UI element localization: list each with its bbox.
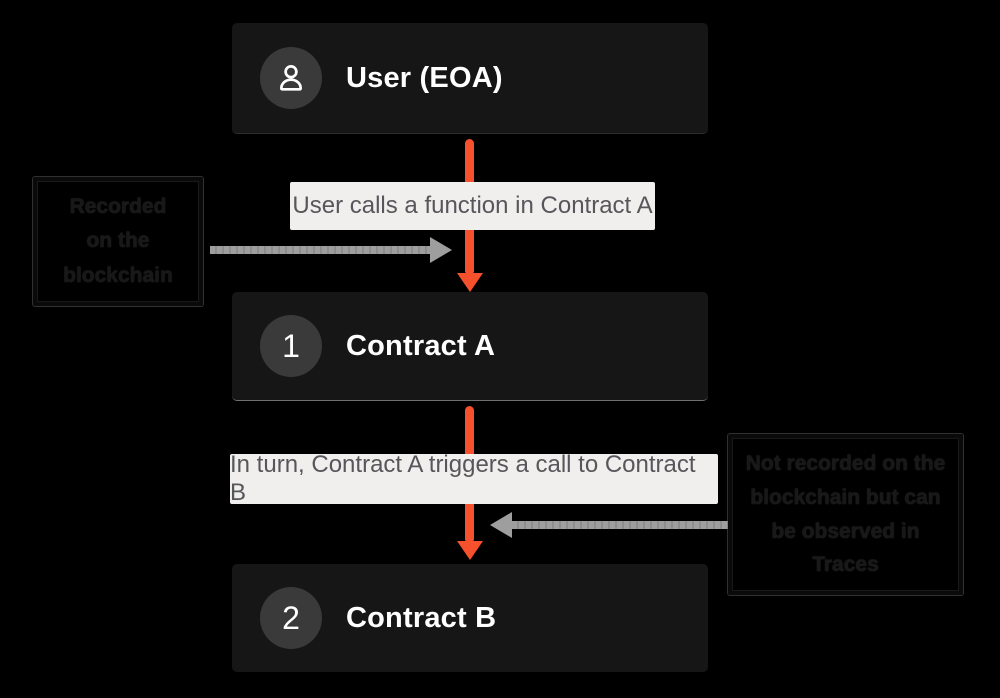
annotation-not-recorded-traces: Not recorded on the blockchain but can b… — [728, 434, 963, 595]
node-contract-b-title: Contract B — [346, 601, 497, 634]
step-badge-2: 2 — [260, 587, 322, 649]
node-contract-a: 1 Contract A — [232, 292, 708, 401]
node-contract-b: 2 Contract B — [232, 564, 708, 672]
step-badge-1: 1 — [260, 315, 322, 377]
node-user-title: User (EOA) — [346, 61, 503, 94]
arrowhead-down-icon — [457, 541, 483, 560]
gray-arrow-right-line — [512, 521, 728, 529]
node-contract-a-title: Contract A — [346, 329, 496, 362]
gray-arrow-left-line — [210, 246, 432, 254]
arrowhead-down-icon — [457, 273, 483, 292]
avatar — [260, 47, 322, 109]
node-user-eoa: User (EOA) — [232, 23, 708, 134]
person-icon — [274, 61, 308, 95]
arrowhead-right-icon — [430, 237, 452, 263]
arrowhead-left-icon — [490, 512, 512, 538]
annotation-recorded-on-blockchain: Recorded on the blockchain — [33, 177, 203, 306]
flow-label-step2: In turn, Contract A triggers a call to C… — [230, 451, 718, 506]
flow-label-step1: User calls a function in Contract A — [290, 182, 655, 230]
